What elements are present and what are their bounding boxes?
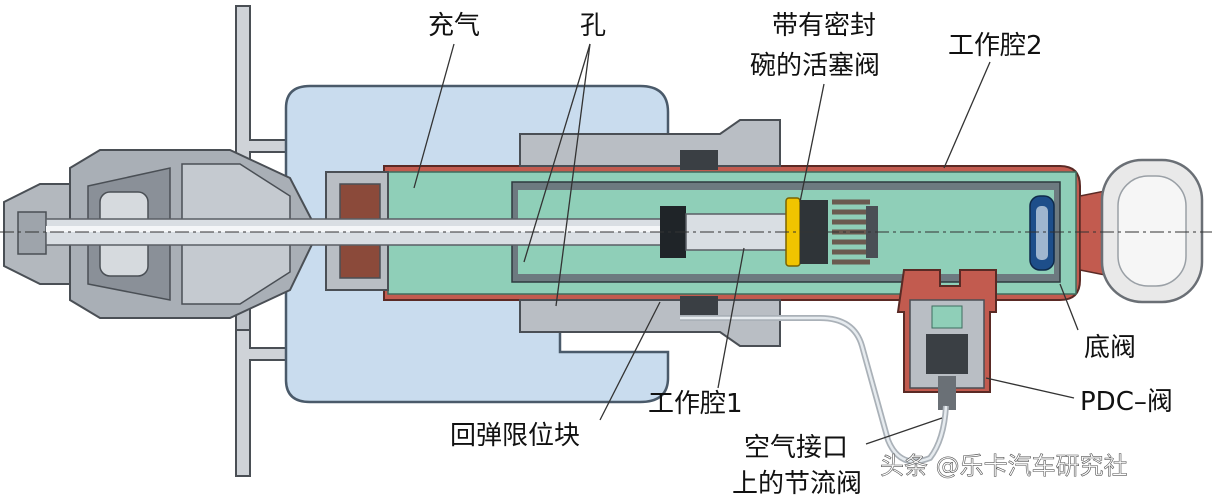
label-base-valve: 底阀 — [1084, 333, 1136, 363]
label-hole: 孔 — [580, 11, 606, 41]
label-throttle-line2: 上的节流阀 — [732, 469, 862, 499]
label-chamber1: 工作腔1 — [648, 389, 743, 419]
label-piston-valve-line1: 带有密封 — [772, 11, 876, 41]
lower-eye — [1079, 158, 1204, 304]
label-throttle-line1: 空气接口 — [744, 433, 848, 463]
leader-lines — [413, 43, 1079, 445]
label-pdc-valve: PDC–阀 — [1080, 387, 1173, 417]
label-piston-valve-line2: 碗的活塞阀 — [750, 51, 880, 81]
label-charge-air: 充气 — [428, 11, 480, 41]
pdc-valve — [896, 269, 997, 410]
label-chamber2: 工作腔2 — [948, 31, 1043, 61]
watermark: 头条 @乐卡汽车研究社 — [880, 452, 1128, 480]
label-rebound-stop: 回弹限位块 — [450, 421, 580, 451]
